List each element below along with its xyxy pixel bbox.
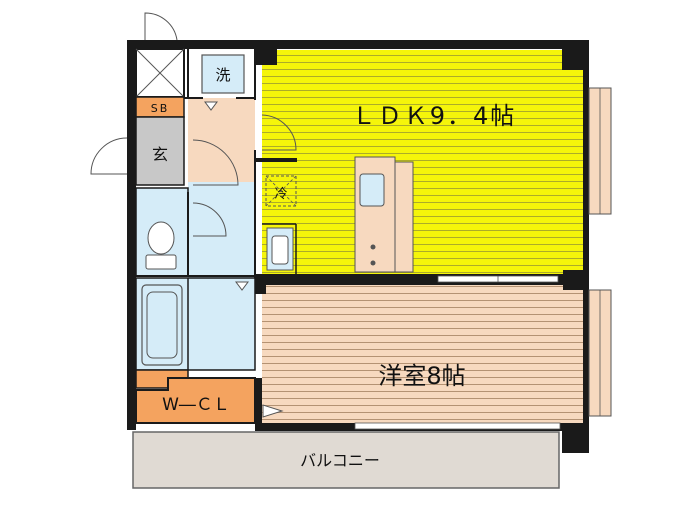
sink-icon: [359, 173, 385, 207]
wall-left: [127, 40, 136, 430]
entrance-label: 玄: [152, 145, 168, 164]
ldk-room: [262, 50, 583, 274]
western-room: [262, 285, 583, 423]
stove-icon: [370, 244, 376, 266]
wall-ldk-western: [262, 274, 583, 285]
door-swing-icon: [192, 139, 239, 186]
column-top-right: [562, 40, 589, 70]
column-top-left: [255, 40, 277, 65]
door-swing-icon: [261, 114, 297, 151]
door-swing-icon: [192, 202, 227, 237]
column-mid-right: [563, 270, 589, 290]
wall-right: [583, 40, 589, 431]
fridge-label: 冷: [274, 187, 287, 202]
column-mid: [255, 274, 266, 294]
wcl-label: W―ＣＬ: [162, 395, 230, 415]
door-swing-icon: [90, 137, 128, 175]
shoebox-label: SB: [151, 102, 170, 115]
window-icon: [588, 87, 612, 215]
wall-top: [127, 40, 589, 49]
fridge-space: [265, 175, 297, 207]
kitchen-island: [394, 161, 414, 273]
entrance: [135, 116, 185, 186]
laundry-pan: [201, 54, 245, 94]
western-room-label: 洋室8帖: [378, 362, 465, 390]
column-bottom-right: [562, 425, 589, 453]
window-icon: [588, 289, 612, 417]
balcony-area: [132, 431, 560, 489]
balcony-label: バルコニー: [300, 451, 380, 470]
toilet-icon: [145, 221, 177, 270]
balcony-window: [354, 422, 561, 430]
bathtub-icon: [141, 284, 183, 366]
laundry-label: 洗: [215, 66, 230, 84]
sink-icon: [266, 227, 294, 271]
door-swing-icon: [144, 12, 178, 41]
washroom: [188, 182, 255, 278]
ldk-label: ＬＤＫ9．4帖: [352, 102, 517, 130]
